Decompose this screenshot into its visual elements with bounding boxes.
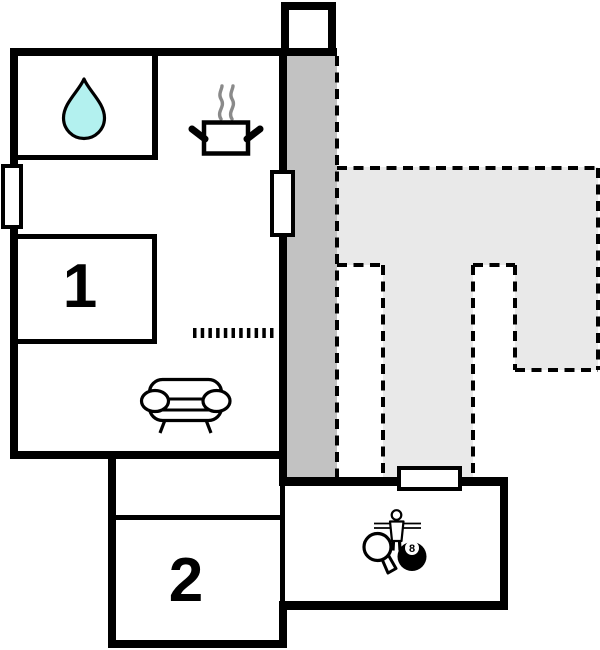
wall-bedroom2-right-thick	[279, 602, 287, 648]
wall-bathroom-divider	[152, 48, 158, 160]
terrace-top-area	[337, 167, 598, 265]
wall-top	[10, 48, 337, 56]
water-drop-icon	[61, 77, 107, 141]
terrace-path-area	[383, 265, 473, 481]
wall-bathroom-bottom	[10, 155, 158, 160]
billiard-8-ball-label: 8	[409, 543, 415, 555]
wall-right	[279, 48, 287, 486]
wall-bottom	[108, 640, 287, 648]
chimney-box	[281, 2, 336, 56]
wall-gameroom-top	[279, 477, 508, 486]
sofa-icon	[139, 377, 232, 434]
foosball-player-icon	[374, 509, 421, 551]
wall-step-vertical	[108, 451, 116, 648]
window-left	[1, 164, 23, 229]
room-bedroom-1	[13, 234, 157, 344]
wall-hallway	[112, 515, 284, 520]
bedroom-1-label: 1	[62, 252, 98, 321]
window-right	[270, 170, 295, 237]
wall-living-bottom	[10, 451, 287, 459]
table-tennis-paddle-icon	[362, 531, 398, 575]
wall-bedroom2-right-thin	[280, 486, 285, 607]
wall-gameroom-bottom	[279, 601, 508, 610]
terrace-right-area	[515, 265, 598, 370]
billiard-8-ball-icon: 8	[397, 541, 427, 571]
wall-gameroom-right	[500, 477, 508, 610]
porch-strip	[287, 56, 337, 477]
door-gameroom	[397, 466, 462, 491]
steam-icon	[217, 84, 236, 121]
cooking-pot-icon	[188, 120, 264, 156]
bedroom-2-label: 2	[168, 546, 204, 615]
